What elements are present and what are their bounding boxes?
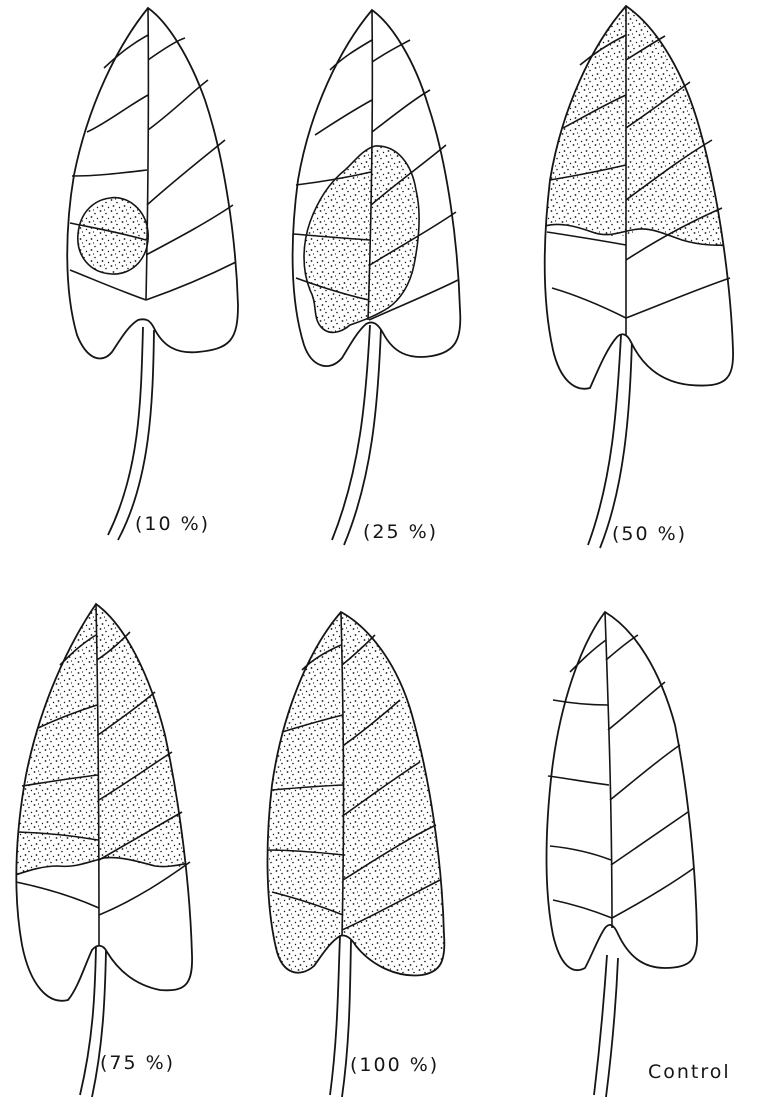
leaf-panel-control: Control	[547, 612, 731, 1097]
leaf-panel-50-percent: (50 %)	[540, 0, 740, 548]
severity-label-50: (50 %)	[612, 523, 687, 545]
leaf-panel-100-percent: (100 %)	[267, 612, 444, 1097]
petiole	[108, 327, 154, 540]
lesion-area	[540, 0, 740, 246]
leaf-panel-75-percent: (75 %)	[10, 600, 200, 1097]
leaf-panel-10-percent: (10 %)	[67, 8, 238, 540]
lesion-area	[10, 600, 200, 876]
petiole	[594, 955, 618, 1097]
petiole	[330, 936, 351, 1097]
severity-label-10: (10 %)	[135, 513, 210, 535]
control-label: Control	[648, 1061, 731, 1083]
severity-label-75: (75 %)	[100, 1052, 175, 1074]
lesion-area	[78, 198, 148, 274]
leaf-blade	[267, 612, 444, 975]
severity-label-100: (100 %)	[350, 1054, 439, 1076]
leaf-blade	[67, 8, 238, 359]
severity-label-25: (25 %)	[363, 521, 438, 543]
leaf-panel-25-percent: (25 %)	[293, 10, 461, 545]
